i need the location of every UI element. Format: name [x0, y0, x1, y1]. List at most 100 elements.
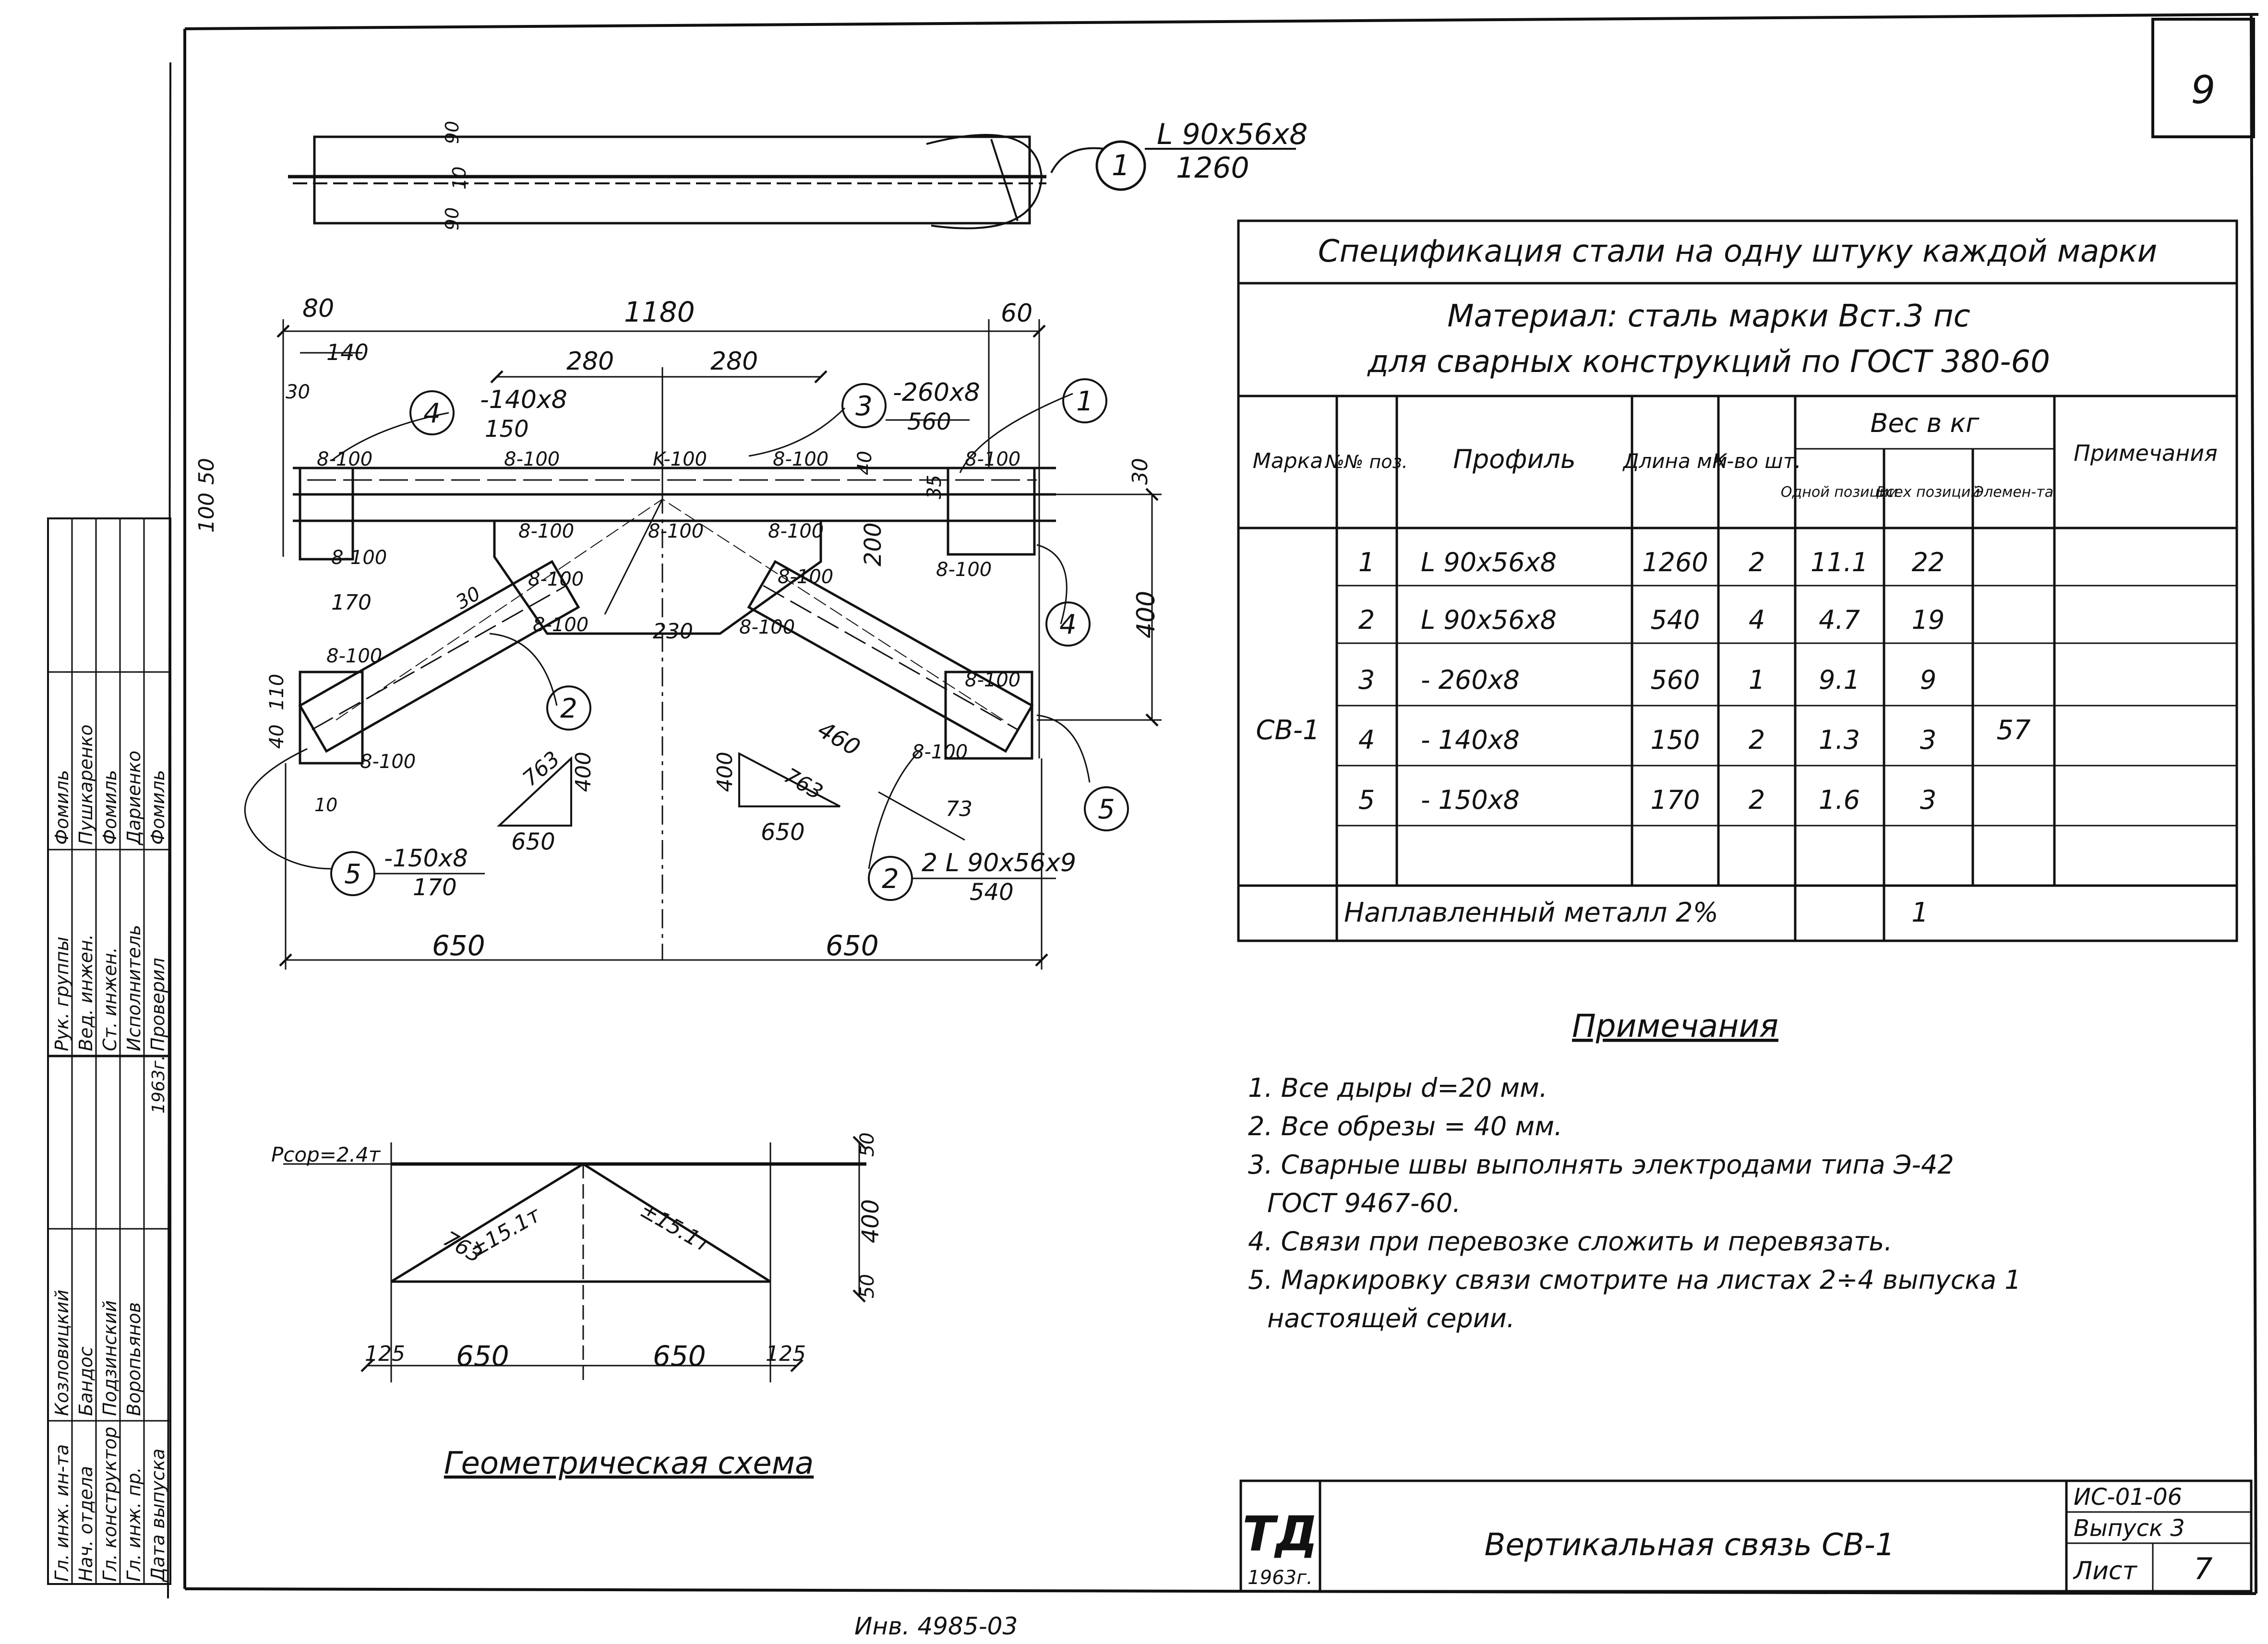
- stamp-name: Фомиль: [147, 770, 168, 845]
- dim-10: 10: [314, 794, 337, 816]
- note-item: 4. Связи при перевозке сложить и перевяз…: [1248, 1226, 1892, 1257]
- row-qty: 4: [1749, 605, 1765, 635]
- dim-170: 170: [331, 590, 372, 615]
- top-pos-label: 1: [1112, 149, 1130, 182]
- callout-pos5-left: 5: [344, 859, 361, 890]
- top-dim-10: 10: [449, 167, 470, 190]
- stamp-role: Гл. инж. ин-та: [51, 1444, 72, 1582]
- top-profile: L 90x56x8: [1157, 118, 1308, 151]
- sheet-number-top: 9: [2191, 68, 2216, 112]
- geo-title: Геометрическая схема: [444, 1446, 814, 1481]
- tb-series: ИС-01-06: [2074, 1484, 2182, 1511]
- stamp-name: Фомиль: [51, 770, 72, 845]
- note-item: ГОСТ 9467-60.: [1267, 1188, 1461, 1218]
- callout-pos2-bottom: 2: [882, 864, 899, 895]
- geo-dim-right-end: 125: [766, 1342, 806, 1366]
- geo-force-label: Pсор=2.4т: [271, 1143, 381, 1166]
- top-length: 1260: [1176, 151, 1249, 185]
- row-w-all: 3: [1920, 725, 1936, 755]
- header-pos: №№ поз.: [1324, 451, 1408, 472]
- header-length: Длина мм: [1622, 449, 1728, 473]
- dim-650a: 650: [432, 929, 485, 962]
- dim-110: 110: [266, 674, 288, 710]
- row-length: 560: [1650, 665, 1700, 695]
- spec-material-1: Материал: сталь марки Вст.3 пс: [1447, 299, 1970, 334]
- callout-pos4-right: 4: [1059, 609, 1077, 640]
- weld-label: 8-100: [965, 448, 1020, 470]
- spec-table: [1237, 219, 2238, 942]
- stamp-role: Гл. конструктор: [99, 1427, 120, 1582]
- note-item: 5. Маркировку связи смотрите на листах 2…: [1248, 1265, 2021, 1295]
- geometry-scheme: [283, 1136, 866, 1382]
- row-length: 150: [1650, 725, 1700, 755]
- dim-400: 400: [1132, 591, 1161, 638]
- sheet-frame: [167, 13, 2259, 1599]
- mark-value: СВ-1: [1256, 715, 1320, 746]
- dim-30b: 30: [452, 582, 484, 613]
- callouts: 4 -140x8 150 3 -260x8 560 1 4 2 5 5 -150…: [344, 378, 1115, 906]
- stamp-name: Козловицкий: [51, 1290, 72, 1416]
- stamp-name: Фомиль: [99, 770, 120, 845]
- dim-280b: 280: [710, 347, 758, 376]
- stamp-role: Проверил: [147, 958, 168, 1051]
- stamp-role: Рук. группы: [51, 936, 72, 1051]
- note-item: настоящей серии.: [1267, 1303, 1515, 1333]
- weld-labels: 8-100 8-100 K-100 8-100 8-100 8-100 8-10…: [317, 448, 1020, 773]
- row-w-all: 22: [1912, 547, 1945, 577]
- row-w-all: 3: [1920, 785, 1936, 815]
- dim-30c: 30: [1128, 458, 1152, 485]
- row-profile: L 90x56x8: [1421, 605, 1557, 635]
- geo-dim-left-end: 125: [365, 1342, 405, 1366]
- row-qty: 2: [1749, 725, 1765, 755]
- header-mark: Марка: [1253, 449, 1323, 473]
- stamp-role: Вед. инжен.: [75, 934, 96, 1051]
- dim-35: 35: [924, 475, 946, 499]
- weld-label: 8-100: [528, 568, 584, 590]
- dim-763b: 763: [780, 763, 827, 804]
- dim-100: 100: [194, 492, 219, 533]
- callout-pos1: 1: [1076, 386, 1093, 417]
- weld-label: 8-100: [965, 669, 1020, 691]
- tb-sheet-label: Лист: [2073, 1557, 2137, 1585]
- weld-label: 8-100: [773, 448, 828, 470]
- weld-label: 8-100: [648, 520, 704, 542]
- dim-230: 230: [653, 619, 693, 644]
- geo-diag-right-force: ±15.1т: [636, 1198, 716, 1258]
- note-item: 1. Все дыры d=20 мм.: [1248, 1073, 1548, 1103]
- callout-pos3-profile: -260x8: [893, 378, 980, 407]
- header-w-one: Одной позиции: [1781, 484, 1898, 501]
- title-block-text: ТД 1963г. Вертикальная связь СВ-1 ИС-01-…: [1242, 1484, 2212, 1589]
- notes-block: Примечания 1. Все дыры d=20 мм. 2. Все о…: [1248, 1008, 2021, 1333]
- weld-label: 8-100: [912, 741, 968, 763]
- weld-label: 8-100: [936, 559, 992, 581]
- dim-763a: 763: [518, 746, 564, 791]
- weld-label: 8-100: [533, 614, 588, 636]
- weld-label: 8-100: [504, 448, 560, 470]
- dim-650c: 650: [511, 828, 555, 855]
- dim-73: 73: [946, 797, 972, 821]
- row-profile: - 150x8: [1421, 785, 1520, 815]
- note-item: 3. Сварные швы выполнять электродами тип…: [1248, 1150, 1954, 1180]
- dim-40b: 40: [266, 724, 288, 749]
- callout-pos3: 3: [855, 391, 873, 422]
- geo-dim-bottom: 50: [856, 1274, 878, 1298]
- row-w-one: 9.1: [1819, 665, 1860, 695]
- geo-dim-top: 50: [856, 1132, 878, 1157]
- spec-material-2: для сварных конструкций по ГОСТ 380-60: [1367, 344, 2050, 380]
- callout-pos3-len: 560: [907, 408, 951, 435]
- note-item: 2. Все обрезы = 40 мм.: [1248, 1111, 1562, 1141]
- dim-1180: 1180: [624, 296, 695, 328]
- geo-dim-span-right: 650: [653, 1340, 706, 1372]
- element-weight: 57: [1996, 715, 2031, 746]
- callout-pos5-len: 170: [413, 874, 457, 901]
- callout-pos2-left: 2: [560, 693, 577, 724]
- row-profile: - 260x8: [1421, 665, 1520, 695]
- dim-30: 30: [286, 381, 310, 403]
- dim-650b: 650: [826, 929, 879, 962]
- callout-pos5-right: 5: [1098, 794, 1115, 825]
- row-length: 170: [1650, 785, 1700, 815]
- dim-80: 80: [302, 294, 334, 323]
- callout-pos2-profile: 2 L 90x56x9: [922, 849, 1076, 877]
- stamp-role: Исполнитель: [123, 925, 144, 1051]
